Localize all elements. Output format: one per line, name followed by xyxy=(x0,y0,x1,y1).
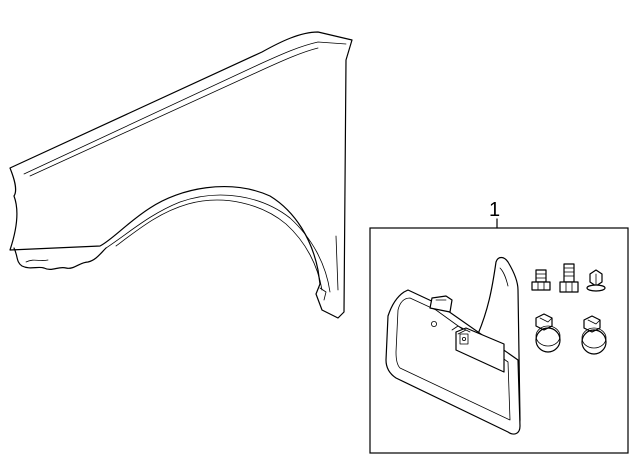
mud-flap xyxy=(385,256,521,435)
flange-nut xyxy=(586,269,606,292)
hose-clamp xyxy=(581,315,607,355)
hose-clamp xyxy=(535,313,561,353)
hex-bolt xyxy=(531,269,551,291)
callout-1: 1 xyxy=(489,199,500,229)
fender xyxy=(9,31,353,319)
mud-flap-kit-box xyxy=(369,227,629,454)
long-screw xyxy=(559,263,579,293)
callout-1-label: 1 xyxy=(489,199,500,221)
